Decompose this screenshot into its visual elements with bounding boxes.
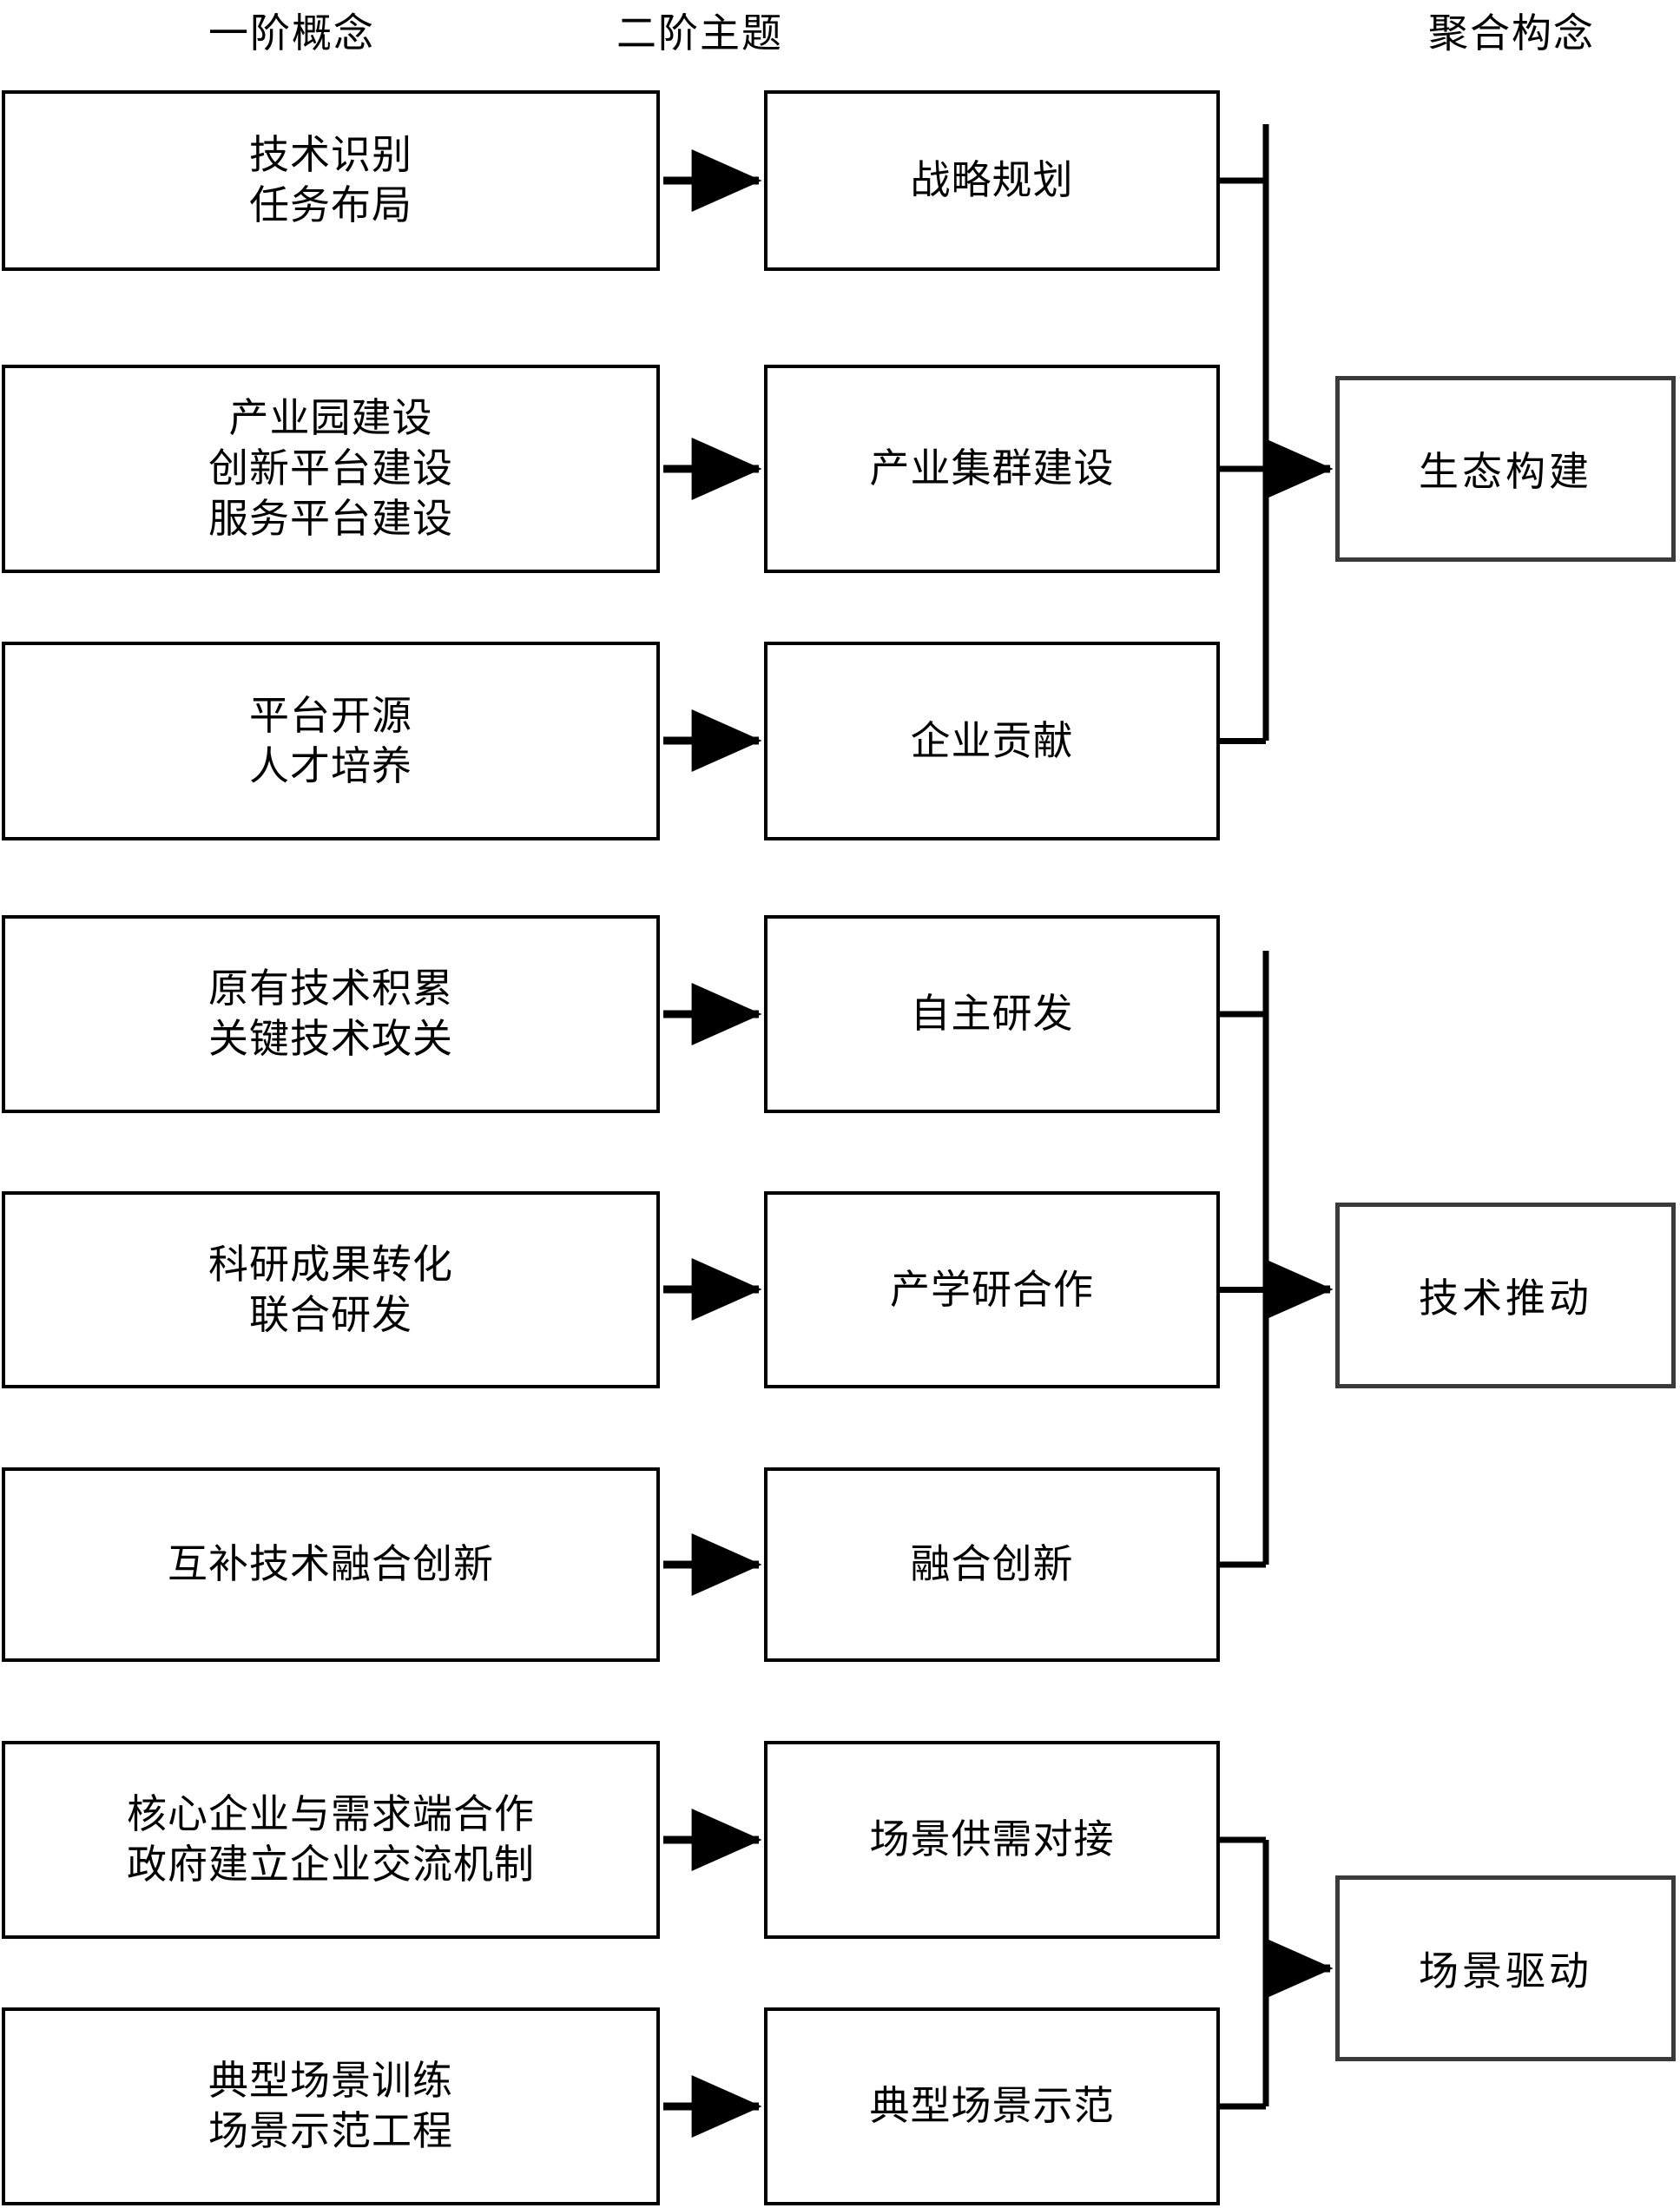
column-header-aggregate: 聚合构念 (1428, 11, 1595, 56)
column-header-second-order: 二阶主题 (616, 11, 783, 56)
first-order-box-6: 互补技术融合创新 (2, 1467, 660, 1662)
second-order-box-1: 战略规划 (764, 90, 1220, 271)
second-order-box-8: 典型场景示范 (764, 2007, 1220, 2205)
aggregate-box-2: 技术推动 (1335, 1203, 1676, 1388)
second-order-box-6: 融合创新 (764, 1467, 1220, 1662)
second-order-box-3-label: 企业贡献 (910, 718, 1074, 763)
second-order-box-5-label: 产学研合作 (890, 1267, 1094, 1312)
first-order-box-6-label: 互补技术融合创新 (168, 1542, 494, 1587)
second-order-box-3: 企业贡献 (764, 642, 1220, 840)
first-order-box-4: 原有技术积累 关键技术攻关 (2, 915, 660, 1113)
first-order-box-5: 科研成果转化 联合研发 (2, 1191, 660, 1388)
column-header-first-order: 一阶概念 (208, 11, 375, 56)
aggregate-box-2-label: 技术推动 (1419, 1276, 1592, 1321)
aggregate-box-3: 场景驱动 (1335, 1875, 1676, 2061)
second-order-box-2: 产业集群建设 (764, 365, 1220, 573)
second-order-box-7-label: 场景供需对接 (869, 1817, 1115, 1862)
first-order-box-1: 技术识别 任务布局 (2, 90, 660, 271)
first-order-box-8-label: 典型场景训练 场景示范工程 (208, 2059, 453, 2153)
second-order-box-2-label: 产业集群建设 (869, 446, 1115, 491)
first-order-box-3-label: 平台开源 人才培养 (249, 693, 412, 788)
second-order-box-5: 产学研合作 (764, 1191, 1220, 1388)
first-order-box-8: 典型场景训练 场景示范工程 (2, 2007, 660, 2205)
first-order-box-1-label: 技术识别 任务布局 (249, 133, 412, 227)
first-order-box-7: 核心企业与需求端合作 政府建立企业交流机制 (2, 1741, 660, 1939)
second-order-box-7: 场景供需对接 (764, 1741, 1220, 1939)
first-order-box-2-label: 产业园建设 创新平台建设 服务平台建设 (208, 396, 453, 541)
aggregate-box-1-label: 生态构建 (1419, 450, 1592, 494)
second-order-box-4-label: 自主研发 (910, 992, 1074, 1037)
second-order-box-6-label: 融合创新 (910, 1542, 1074, 1587)
second-order-box-8-label: 典型场景示范 (869, 2084, 1115, 2129)
aggregate-box-1: 生态构建 (1335, 376, 1676, 562)
first-order-box-2: 产业园建设 创新平台建设 服务平台建设 (2, 365, 660, 573)
second-order-box-4: 自主研发 (764, 915, 1220, 1113)
second-order-box-1-label: 战略规划 (910, 158, 1074, 203)
first-order-box-4-label: 原有技术积累 关键技术攻关 (208, 966, 453, 1061)
first-order-box-5-label: 科研成果转化 联合研发 (208, 1242, 453, 1337)
first-order-box-7-label: 核心企业与需求端合作 政府建立企业交流机制 (127, 1792, 535, 1887)
aggregate-box-3-label: 场景驱动 (1419, 1949, 1592, 1994)
first-order-box-3: 平台开源 人才培养 (2, 642, 660, 840)
